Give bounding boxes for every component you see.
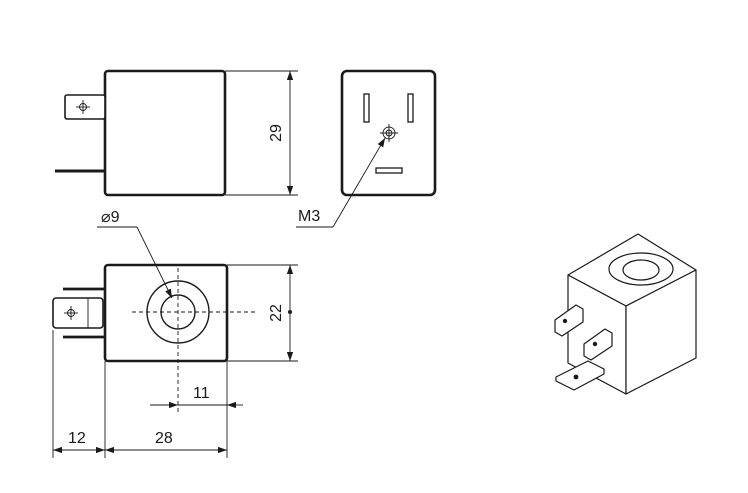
dimension-11-label: 11	[193, 385, 210, 402]
dimension-12-label: 12	[68, 430, 86, 447]
thread-leader: M3	[296, 137, 386, 228]
bore-diameter-leader: ⌀9	[97, 209, 173, 299]
iso-terminal-upper	[554, 304, 584, 337]
iso-terminal-middle	[583, 328, 613, 361]
side-view	[55, 69, 227, 197]
dimension-22-label: 22	[268, 304, 285, 322]
front-terminal-hole-icon	[64, 306, 78, 320]
iso-terminal-lower	[555, 360, 605, 391]
thread-m3-label: M3	[298, 208, 320, 225]
side-view-body	[103, 69, 227, 197]
dimension-29-label: 29	[268, 124, 285, 142]
dimension-28-label: 28	[155, 430, 173, 447]
pin-slot-left	[363, 93, 370, 123]
diameter-9-label: ⌀9	[101, 209, 120, 226]
pin-slot-right	[407, 93, 414, 123]
iso-bore-inner	[622, 259, 660, 281]
screw-hole-icon	[380, 124, 398, 142]
front-view	[52, 263, 258, 412]
connector-face-view	[340, 69, 437, 197]
isometric-view	[554, 233, 697, 395]
terminal-hole-icon	[76, 100, 90, 114]
iso-right-face	[625, 269, 697, 395]
dimension-height-side: 29	[225, 70, 298, 196]
ground-slot	[375, 167, 403, 174]
dimension-bottom-chain: 12 28	[52, 330, 228, 458]
dimension-height-front: 22	[227, 264, 298, 362]
dimension-bore-offset: 11	[150, 361, 243, 413]
